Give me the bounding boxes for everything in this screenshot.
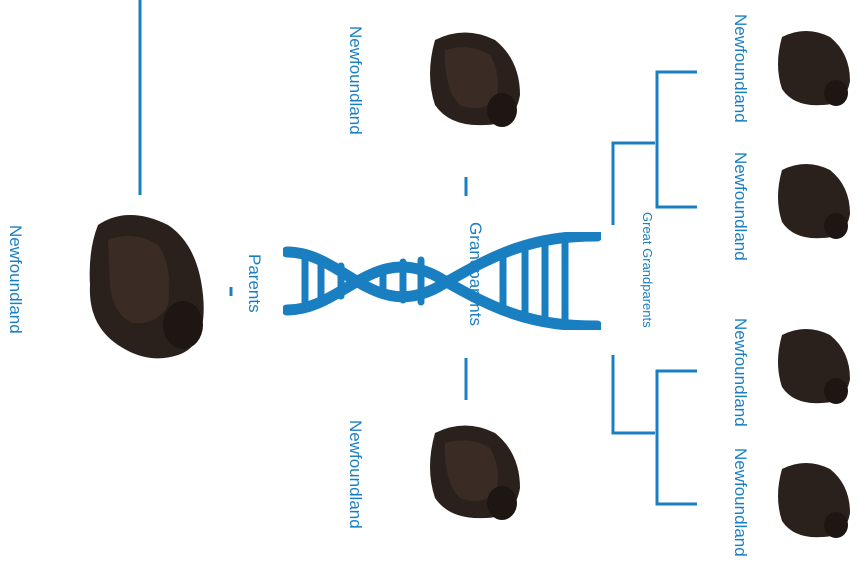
bracket-lower-pair (655, 369, 697, 506)
grandparent-label-1: Newfoundland (346, 26, 365, 135)
great-grandparent-label-3: Newfoundland (731, 318, 750, 427)
great-grandparent-dog-photo-1 (778, 31, 850, 106)
grandparents-caption: Grandparents (466, 222, 485, 326)
subject-dog-photo (89, 215, 204, 359)
grandparent-dog-photo-2 (430, 425, 520, 520)
great-grandparent-dog-photo-4 (778, 463, 850, 538)
great-grandparent-label-4: Newfoundland (731, 448, 750, 557)
great-grandparent-label-2: Newfoundland (731, 152, 750, 261)
grandparent-dog-photo-1 (430, 32, 520, 127)
subject-label: Newfoundland (6, 225, 25, 334)
great-grandparent-dog-photo-2 (778, 164, 850, 239)
grandparent-label-2: Newfoundland (346, 420, 365, 529)
bracket-upper-stem (611, 141, 655, 225)
great-grandparent-label-1: Newfoundland (731, 14, 750, 123)
great-grandparents-caption: Great Grandparents (640, 212, 655, 328)
bracket-lower-stem (611, 355, 655, 435)
dna-helix-icon (283, 232, 601, 330)
great-grandparent-dog-photo-3 (778, 329, 850, 404)
bracket-upper-pair (655, 70, 697, 209)
parents-caption: Parents (245, 254, 264, 313)
